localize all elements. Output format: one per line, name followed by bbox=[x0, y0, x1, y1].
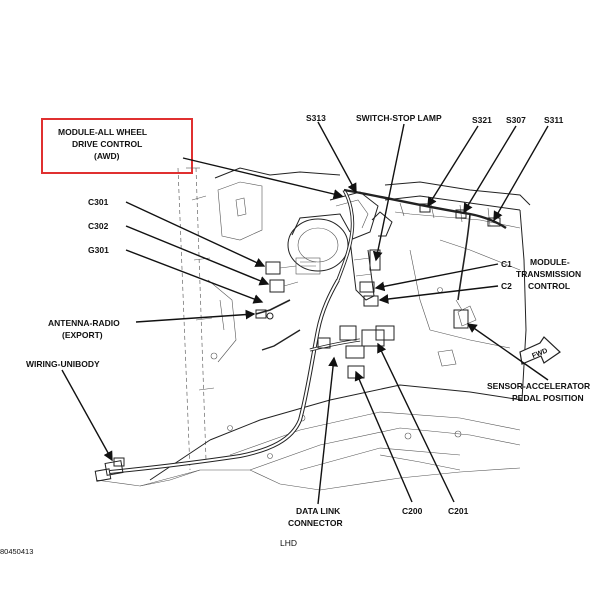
label-module-awd-line1: MODULE-ALL WHEEL bbox=[58, 127, 147, 137]
label-module-awd-line2: DRIVE CONTROL bbox=[72, 139, 142, 149]
label-sensor-accelerator-line1: SENSOR-ACCELERATOR bbox=[487, 381, 590, 391]
label-antenna-radio-line1: ANTENNA-RADIO bbox=[48, 318, 120, 328]
label-c200: C200 bbox=[402, 506, 423, 516]
label-module-transmission-line3: CONTROL bbox=[528, 281, 570, 291]
label-g301: G301 bbox=[88, 245, 109, 255]
label-c301: C301 bbox=[88, 197, 109, 207]
label-sensor-accelerator-line2: PEDAL POSITION bbox=[512, 393, 584, 403]
label-switch-stop-lamp: SWITCH-STOP LAMP bbox=[356, 113, 442, 123]
label-s311: S311 bbox=[544, 115, 564, 125]
figure-id: 80450413 bbox=[0, 547, 33, 556]
label-s307: S307 bbox=[506, 115, 526, 125]
wiring-harness bbox=[94, 188, 507, 482]
label-module-transmission-line1: MODULE- bbox=[530, 257, 570, 267]
label-s321: S321 bbox=[472, 115, 492, 125]
label-lhd: LHD bbox=[280, 538, 297, 548]
label-c2: C2 bbox=[501, 281, 512, 291]
fwd-arrow-icon: FWD bbox=[519, 336, 561, 365]
label-s313: S313 bbox=[306, 113, 326, 123]
label-module-transmission-line2: TRANSMISSION bbox=[516, 269, 581, 279]
awd-highlight-box bbox=[41, 118, 193, 174]
label-data-link-line1: DATA LINK bbox=[296, 506, 341, 516]
label-c1: C1 bbox=[501, 259, 512, 269]
label-antenna-radio-line2: (EXPORT) bbox=[62, 330, 103, 340]
label-module-awd-line3: (AWD) bbox=[94, 151, 120, 161]
callout-labels: MODULE-ALL WHEEL DRIVE CONTROL (AWD) S31… bbox=[0, 113, 590, 556]
label-c302: C302 bbox=[88, 221, 109, 231]
label-c201: C201 bbox=[448, 506, 469, 516]
leader-lines bbox=[61, 121, 549, 505]
label-data-link-line2: CONNECTOR bbox=[288, 518, 343, 528]
label-wiring-unibody: WIRING-UNIBODY bbox=[26, 359, 100, 369]
awd-module-assembly bbox=[265, 191, 393, 307]
